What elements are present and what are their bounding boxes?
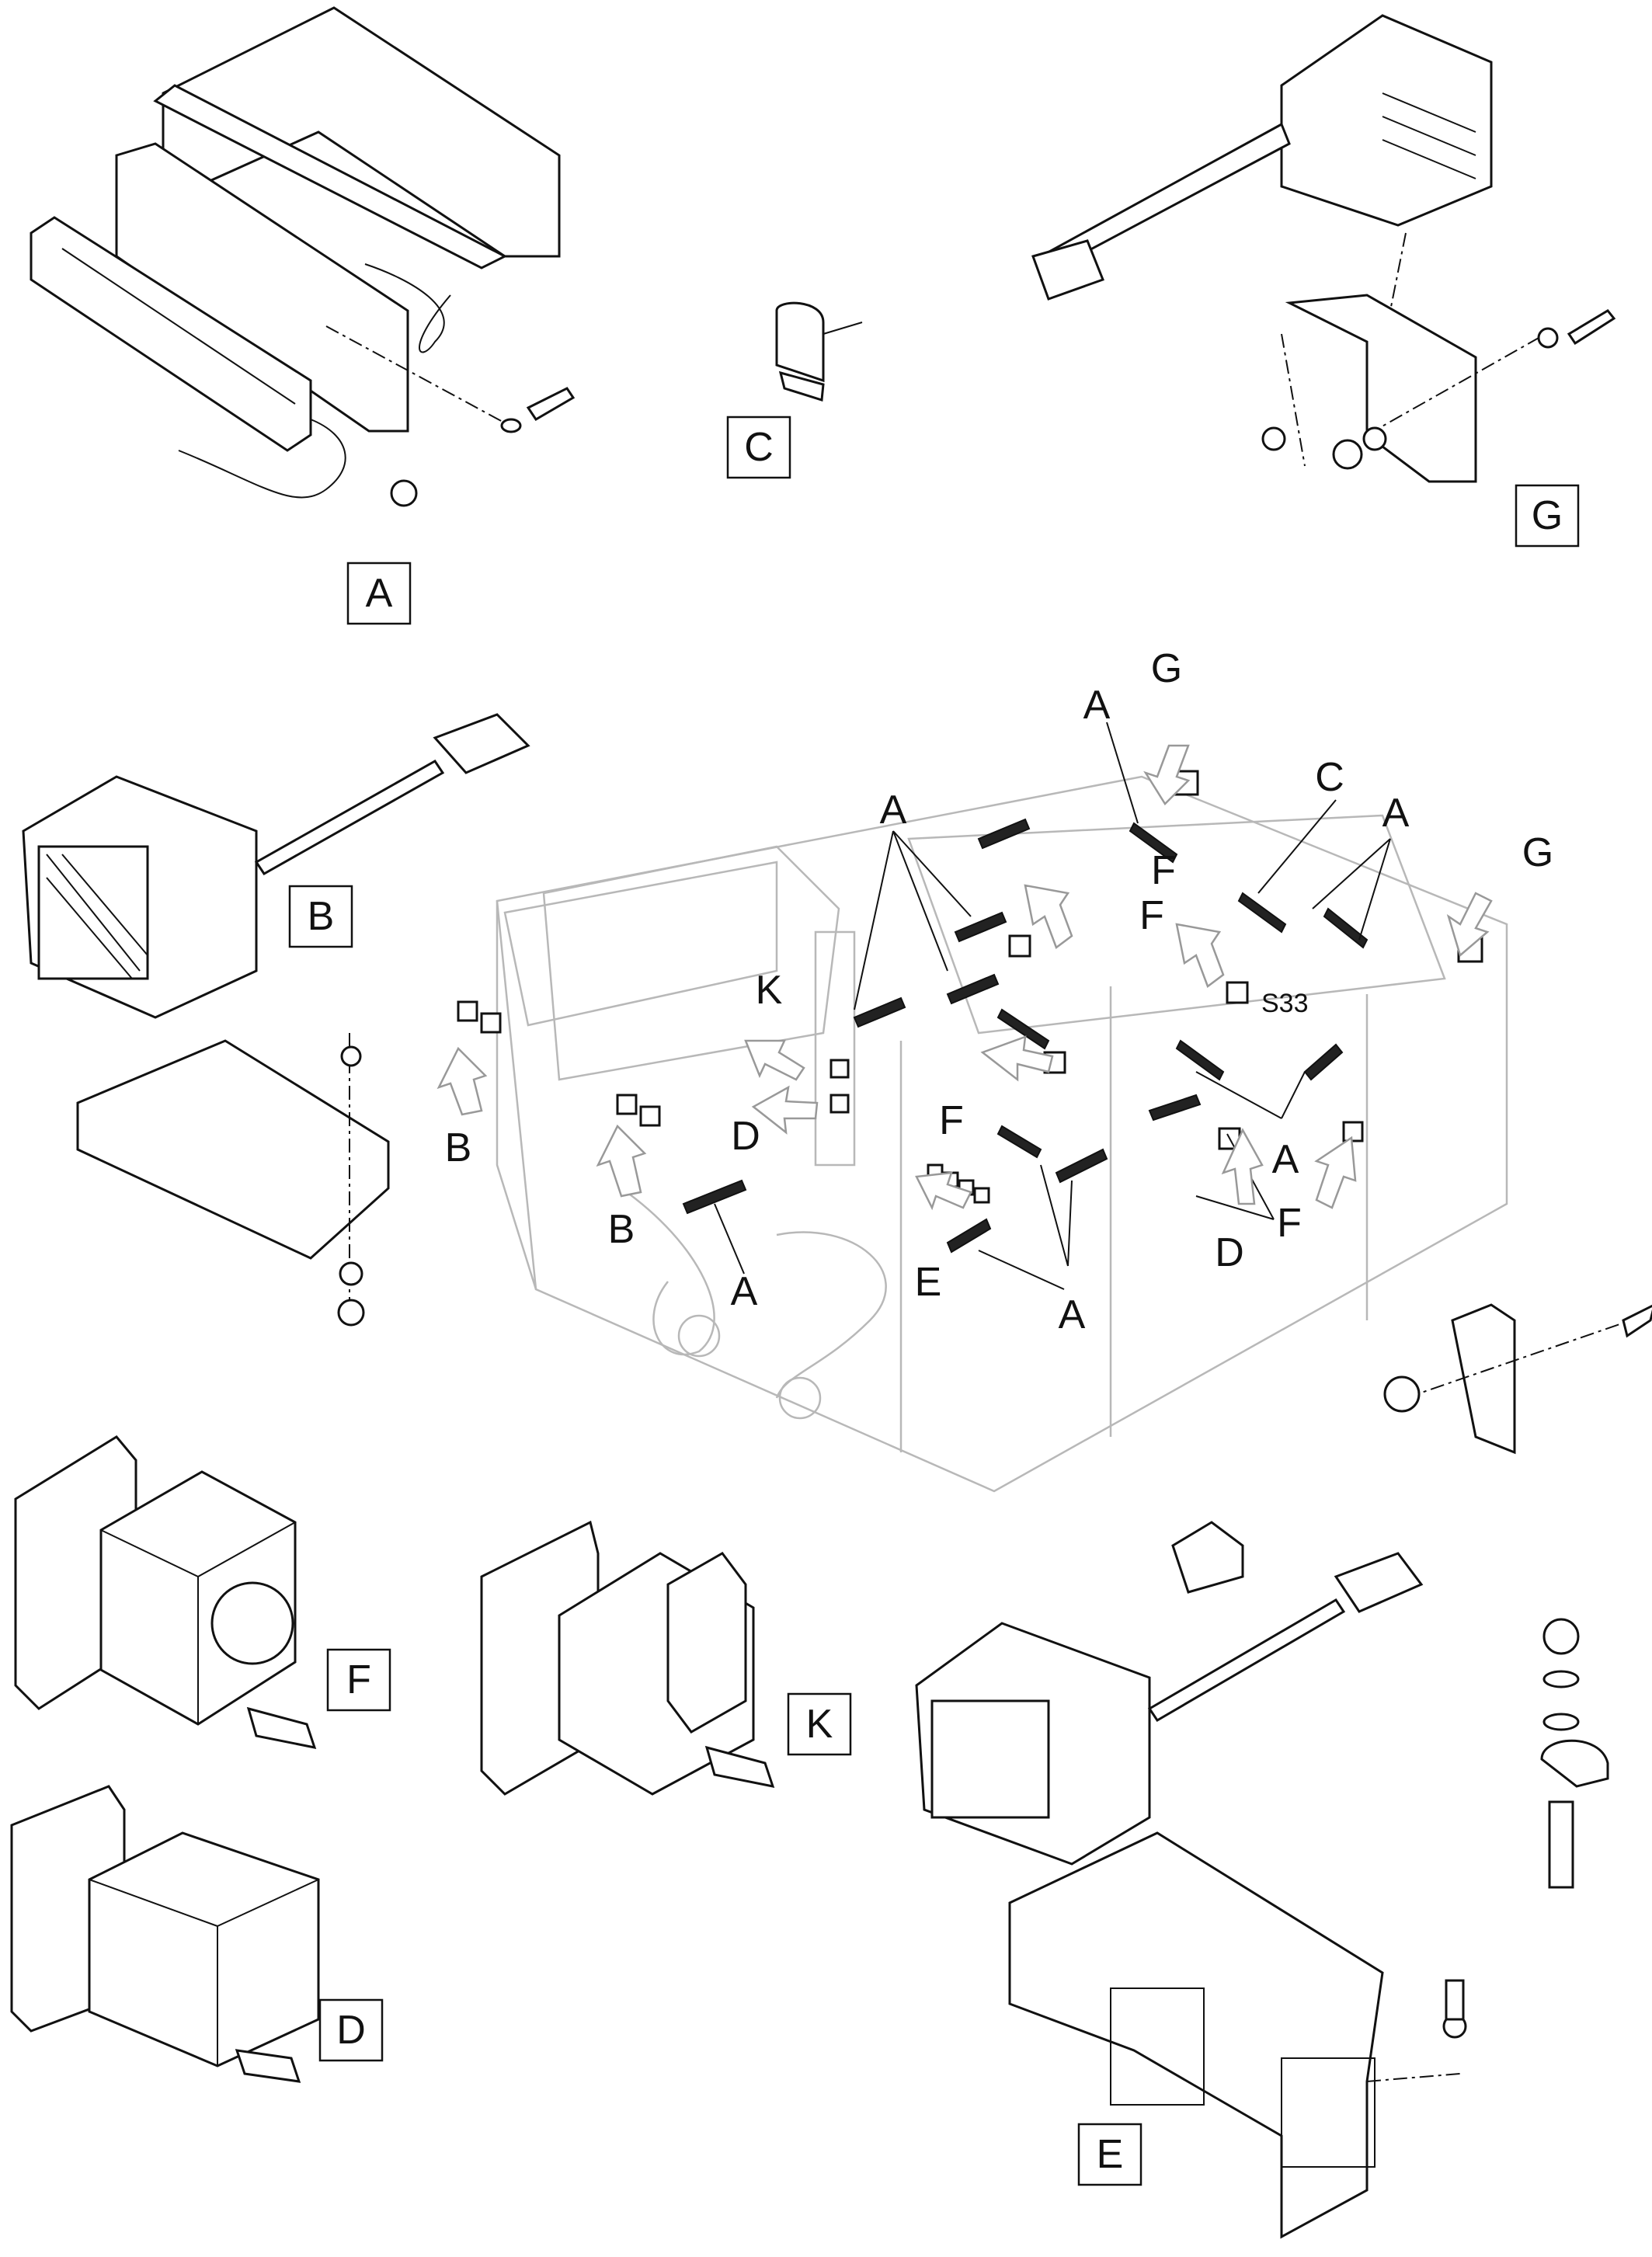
label-g-2: G <box>1522 830 1553 875</box>
detail-e-work-lamp: E <box>915 1521 1609 2239</box>
label-f-3: F <box>939 1098 964 1143</box>
detail-g-work-lamp: G <box>1031 14 1616 548</box>
label-a-4: A <box>1382 791 1410 836</box>
callout-d: D <box>336 2008 366 2053</box>
detail-d-switch: D <box>10 1785 384 2083</box>
label-a-2: A <box>880 788 907 833</box>
label-d-2: D <box>1215 1230 1244 1275</box>
callout-g: G <box>1532 493 1563 538</box>
callout-box-e <box>1077 2123 1142 2186</box>
marker-f-1 <box>1008 934 1031 958</box>
callout-box-a <box>346 562 412 625</box>
label-f-4: F <box>1277 1201 1302 1246</box>
label-f-2: F <box>1139 893 1164 938</box>
marker-b-2 <box>480 1012 502 1034</box>
marker-f-3 <box>1342 1121 1364 1142</box>
label-a-1: A <box>731 1269 758 1314</box>
callout-box-f <box>326 1648 391 1712</box>
callout-box-d <box>318 1998 384 2062</box>
callout-box-k <box>787 1692 852 1756</box>
callout-a: A <box>366 571 393 616</box>
label-k: K <box>756 968 783 1013</box>
callout-box-b <box>288 885 353 948</box>
label-a-6: A <box>1059 1292 1086 1337</box>
detail-c-bulb: C <box>726 301 863 479</box>
detail-k-switch: K <box>480 1520 852 1796</box>
callout-e: E <box>1097 2132 1124 2177</box>
bracket-hardware <box>1383 1303 1652 1455</box>
callout-box-g <box>1515 484 1580 548</box>
marker-b-3 <box>616 1094 638 1115</box>
part-code-s33: S33 <box>1261 989 1309 1018</box>
marker-b-4 <box>639 1105 661 1127</box>
machine-overview: B B K D A A A A A A G G C F F F F D E S3… <box>436 646 1553 1493</box>
label-b-1: B <box>445 1125 472 1170</box>
label-e: E <box>915 1260 942 1305</box>
callout-f: F <box>346 1657 371 1702</box>
label-a-3: A <box>1083 683 1111 728</box>
callout-b: B <box>308 894 335 939</box>
label-a-5: A <box>1272 1137 1299 1182</box>
callout-c: C <box>744 425 774 470</box>
marker-f-s33 <box>1226 981 1249 1004</box>
callout-k: K <box>806 1702 833 1747</box>
label-c: C <box>1315 755 1344 800</box>
label-f-1: F <box>1151 848 1176 893</box>
marker-d-1 <box>829 1094 850 1114</box>
label-d-1: D <box>731 1114 760 1159</box>
callout-box-c <box>726 416 791 479</box>
label-b-2: B <box>608 1207 635 1252</box>
label-g-1: G <box>1151 646 1182 691</box>
detail-b-work-lamp: B <box>22 713 530 1327</box>
detail-f-switch: F <box>14 1435 391 1749</box>
marker-b-1 <box>457 1000 478 1022</box>
marker-k-1 <box>829 1059 850 1079</box>
detail-a-light-assembly: A <box>30 6 576 625</box>
